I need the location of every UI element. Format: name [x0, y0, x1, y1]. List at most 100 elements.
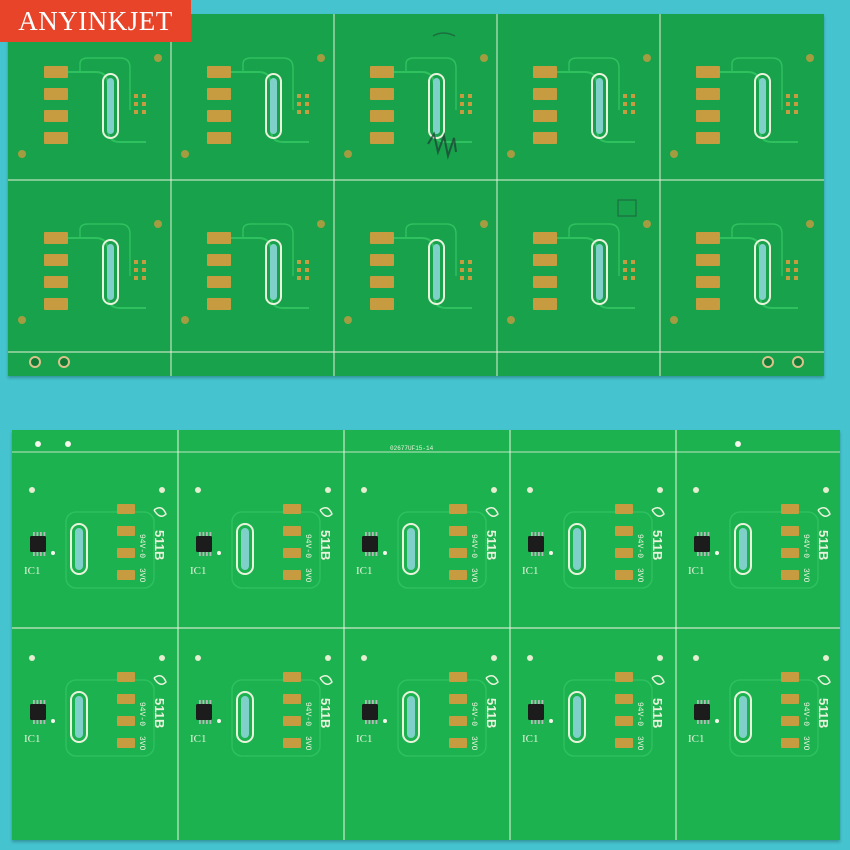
ic-pin [368, 532, 371, 536]
mount-hole [325, 487, 331, 493]
slot-outline [70, 523, 88, 575]
small-pad [134, 102, 138, 106]
slot-outline [265, 73, 282, 139]
small-pad [305, 110, 309, 114]
rail-hole [29, 356, 41, 368]
mount-hole [527, 655, 533, 661]
gold-pad [117, 738, 135, 748]
ic-chip [362, 704, 378, 720]
small-pad [786, 94, 790, 98]
ic-dot [549, 551, 553, 555]
slot-outline [402, 691, 420, 743]
ic-chip [362, 536, 378, 552]
marking-511b: 511B [318, 698, 333, 728]
ul-logo [817, 507, 831, 517]
top-pcb-drawing [8, 14, 824, 376]
mount-hole [693, 487, 699, 493]
ul-logo [817, 675, 831, 685]
ic-label: IC1 [688, 733, 705, 745]
gold-pad [370, 254, 394, 266]
gold-pad [615, 694, 633, 704]
ul-logo [153, 507, 167, 517]
small-pad [623, 102, 627, 106]
slot-outline [265, 239, 282, 305]
small-pad [305, 276, 309, 280]
gold-pad [283, 716, 301, 726]
gold-pad [615, 716, 633, 726]
ic-chip [196, 704, 212, 720]
ic-dot [217, 719, 221, 723]
marking-3vo: 3VO [635, 568, 644, 583]
small-pad [305, 260, 309, 264]
gold-pad [615, 504, 633, 514]
ic-pin [700, 700, 703, 704]
gold-pad [283, 504, 301, 514]
small-pad [468, 260, 472, 264]
small-pad [468, 268, 472, 272]
slot-cutout [107, 244, 114, 300]
gold-pad [283, 526, 301, 536]
chip-cell [344, 220, 488, 324]
slot-outline [734, 523, 752, 575]
small-pad [460, 94, 464, 98]
ic-pin [199, 720, 201, 724]
small-pad [297, 276, 301, 280]
ic-label: IC1 [356, 733, 373, 745]
marking-511b: 511B [816, 530, 831, 560]
marking-94v0: 94V-0 [303, 534, 312, 558]
ic-pin [538, 720, 540, 724]
gold-pad [44, 232, 68, 244]
small-pad [794, 260, 798, 264]
ic-pin [538, 532, 540, 536]
small-pad [305, 268, 309, 272]
trace [79, 57, 131, 110]
mount-hole [361, 487, 367, 493]
small-pad [134, 268, 138, 272]
marking-3vo: 3VO [469, 736, 478, 751]
mount-hole [491, 655, 497, 661]
ic-pin [365, 532, 367, 536]
chip-cell [181, 54, 325, 158]
ic-pin [199, 532, 201, 536]
gold-pad [533, 66, 557, 78]
gold-pad [207, 298, 231, 310]
small-pad [631, 276, 635, 280]
ic-pin [202, 700, 205, 704]
ic-chip [528, 536, 544, 552]
ic-label: IC1 [190, 733, 207, 745]
ic-pin [33, 720, 35, 724]
gold-pad [283, 694, 301, 704]
ic-pin [40, 532, 42, 536]
mount-hole [344, 150, 352, 158]
gold-pad [781, 716, 799, 726]
board-header-text: 02677UF15-14 [390, 445, 434, 452]
slot-cutout [596, 244, 603, 300]
gold-pad [370, 298, 394, 310]
marking-3vo: 3VO [137, 568, 146, 583]
gold-pad [117, 504, 135, 514]
ic-pin [697, 552, 699, 556]
ic-pin [40, 552, 42, 556]
mount-hole [29, 487, 35, 493]
mount-hole [823, 487, 829, 493]
chip-cell [670, 54, 814, 158]
mount-hole [806, 54, 814, 62]
small-pad [631, 110, 635, 114]
chip-cell [181, 220, 325, 324]
trace [405, 57, 457, 110]
ic-label: IC1 [522, 565, 539, 577]
ic-label: IC1 [356, 565, 373, 577]
ul-logo [319, 507, 333, 517]
gold-pad [696, 132, 720, 144]
gold-pad [449, 694, 467, 704]
slot-cutout [739, 696, 747, 738]
ic-pin [375, 700, 378, 704]
ic-pin [531, 552, 533, 556]
gold-pad [117, 570, 135, 580]
mount-hole [154, 54, 162, 62]
chip-cell [507, 54, 651, 158]
small-pad [142, 94, 146, 98]
ic-pin [534, 720, 537, 724]
